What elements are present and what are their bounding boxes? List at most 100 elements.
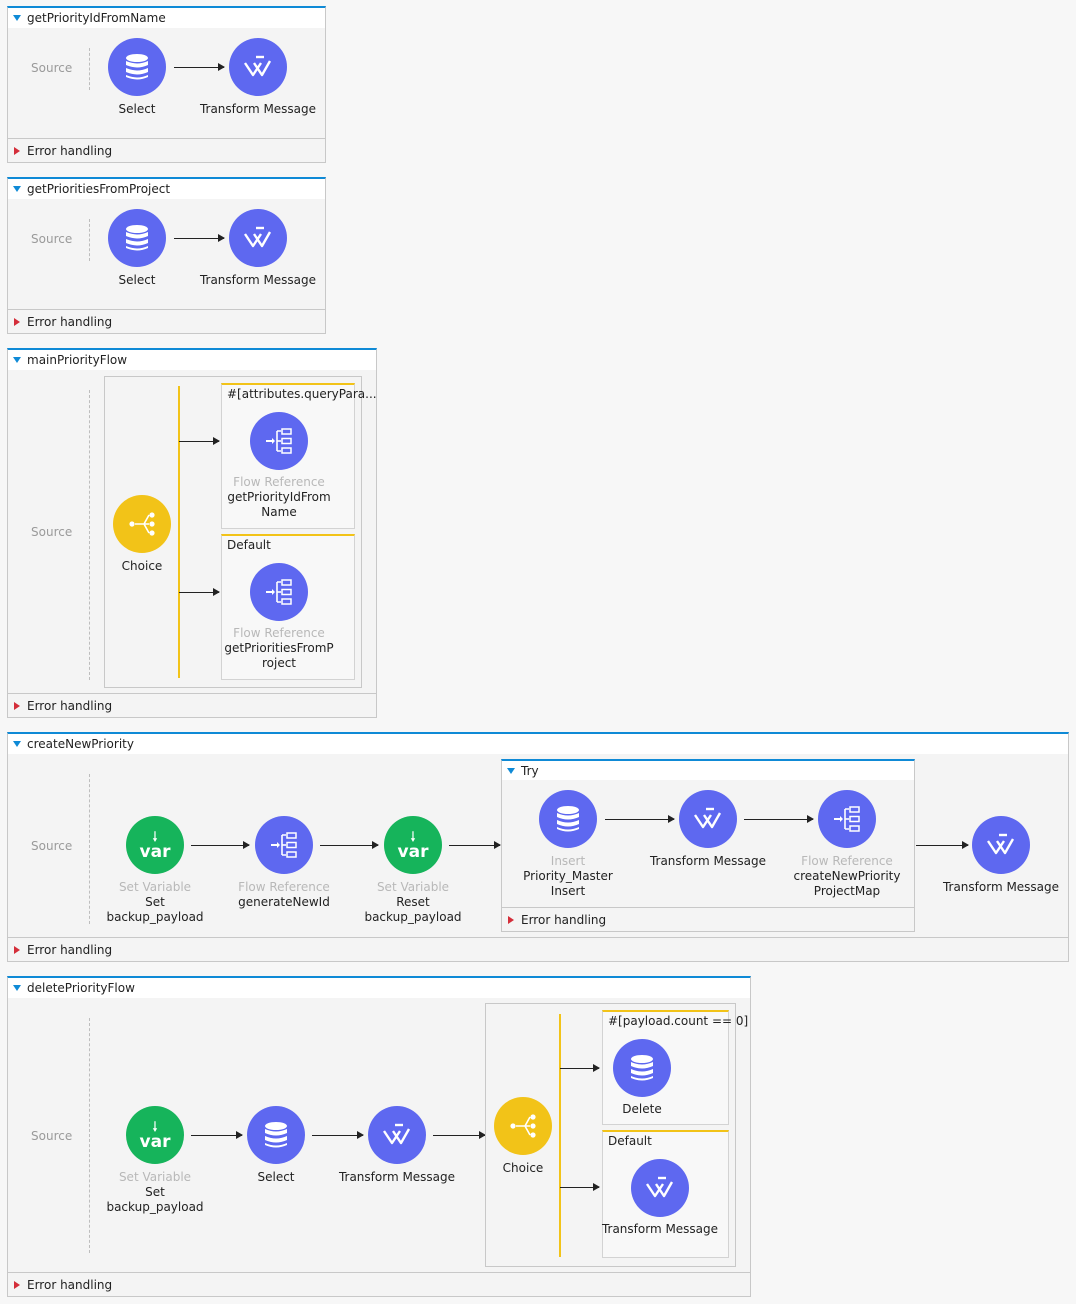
route-arrow	[179, 588, 220, 596]
component-type: Flow Reference	[233, 475, 325, 489]
source-label: Source	[31, 1129, 73, 1143]
flow-reference-component[interactable]	[250, 563, 308, 621]
flow-reference-icon	[265, 579, 292, 605]
try-error-handling[interactable]: Error handling	[502, 907, 914, 931]
transform-message-component[interactable]	[679, 790, 737, 848]
collapse-triangle-icon[interactable]	[13, 15, 21, 21]
database-icon	[265, 1122, 287, 1148]
flow-title: getPriorityIdFromName	[27, 11, 166, 25]
component-label: Transform Message	[338, 1170, 456, 1184]
transform-message-component[interactable]	[368, 1106, 426, 1164]
flow-reference-component[interactable]	[818, 790, 876, 848]
component-type: Insert	[550, 854, 586, 868]
flow-title: deletePriorityFlow	[27, 981, 135, 995]
error-handling-label: Error handling	[521, 912, 607, 927]
error-handling-label: Error handling	[27, 1277, 113, 1292]
try-scope: Try Insert Priority_Master Insert Transf…	[501, 759, 915, 932]
flow-reference-icon	[270, 832, 297, 858]
component-label: Transform Message	[649, 854, 767, 868]
transform-icon	[645, 1176, 674, 1198]
component-name: createNewPriority ProjectMap	[793, 869, 901, 898]
component-name: generateNewId	[238, 895, 330, 909]
error-handling-label: Error handling	[27, 143, 113, 158]
expand-triangle-icon[interactable]	[508, 915, 514, 924]
insert-component[interactable]	[539, 790, 597, 848]
flow-header[interactable]: getPriorityIdFromName	[8, 8, 325, 28]
database-icon	[631, 1055, 653, 1081]
route-when[interactable]: #[payload.count == 0] Delete	[602, 1010, 748, 1125]
flow-arrow	[312, 1131, 364, 1139]
source-label: Source	[31, 232, 73, 246]
route-default[interactable]: Default Flow Reference getPrioritiesFrom…	[221, 534, 355, 680]
try-header[interactable]: Try	[502, 761, 914, 780]
expand-triangle-icon[interactable]	[14, 317, 20, 326]
flow-reference-component[interactable]	[255, 816, 313, 874]
choice-router[interactable]	[494, 1097, 552, 1155]
component-label: Select	[118, 102, 156, 116]
component-label: Delete	[622, 1102, 662, 1116]
flow-header[interactable]: deletePriorityFlow	[8, 978, 750, 998]
choice-divider	[559, 1014, 561, 1257]
error-handling[interactable]: Error handling	[8, 1272, 750, 1296]
component-label: Transform Message	[199, 102, 317, 116]
component-name: Set backup_payload	[106, 895, 204, 924]
flow-reference-component[interactable]	[250, 412, 308, 470]
select-component[interactable]	[108, 209, 166, 267]
component-name: Reset backup_payload	[364, 895, 462, 924]
set-variable-component[interactable]: 🠓var	[384, 816, 442, 874]
expand-triangle-icon[interactable]	[14, 1280, 20, 1289]
choice-label: Choice	[121, 559, 163, 573]
flow-arrow	[191, 841, 250, 849]
component-type: Flow Reference	[801, 854, 893, 868]
component-label: Insert Priority_Master Insert	[508, 854, 628, 899]
set-variable-component[interactable]: 🠓var	[126, 1106, 184, 1164]
flow-getPrioritiesFromProject: getPrioritiesFromProject Source Select T…	[7, 177, 326, 334]
select-component[interactable]	[247, 1106, 305, 1164]
flow-title: mainPriorityFlow	[27, 353, 128, 367]
collapse-triangle-icon[interactable]	[13, 985, 21, 991]
collapse-triangle-icon[interactable]	[13, 186, 21, 192]
error-handling[interactable]: Error handling	[8, 693, 376, 717]
transform-icon	[243, 226, 272, 248]
component-name: Set backup_payload	[106, 1185, 204, 1214]
collapse-triangle-icon[interactable]	[507, 767, 515, 774]
flow-header[interactable]: getPrioritiesFromProject	[8, 179, 325, 199]
choice-router[interactable]	[113, 495, 171, 553]
transform-message-component[interactable]	[631, 1159, 689, 1217]
expand-triangle-icon[interactable]	[14, 146, 20, 155]
route-arrow	[179, 437, 220, 445]
flow-arrow	[744, 815, 814, 823]
error-handling[interactable]: Error handling	[8, 138, 325, 162]
route-condition: #[attributes.queryPara...	[227, 387, 377, 401]
error-handling-label: Error handling	[27, 314, 113, 329]
source-divider	[89, 390, 90, 680]
flow-mainPriorityFlow: mainPriorityFlow Source Choice #[attribu…	[7, 348, 377, 718]
route-default[interactable]: Default Transform Message	[602, 1130, 729, 1258]
collapse-triangle-icon[interactable]	[13, 741, 21, 747]
source-label: Source	[31, 61, 73, 75]
set-variable-component[interactable]: 🠓var	[126, 816, 184, 874]
flow-arrow	[320, 841, 379, 849]
delete-component[interactable]	[613, 1039, 671, 1097]
flow-header[interactable]: mainPriorityFlow	[8, 350, 376, 370]
flow-arrow	[191, 1131, 243, 1139]
error-handling-label: Error handling	[27, 698, 113, 713]
transform-message-component[interactable]	[229, 38, 287, 96]
expand-triangle-icon[interactable]	[14, 945, 20, 954]
transform-icon	[693, 807, 722, 829]
transform-icon	[382, 1123, 411, 1145]
component-type: Flow Reference	[233, 626, 325, 640]
error-handling[interactable]: Error handling	[8, 309, 325, 333]
var-icon: 🠓var	[397, 830, 429, 862]
transform-message-component[interactable]	[229, 209, 287, 267]
flow-header[interactable]: createNewPriority	[8, 734, 1068, 754]
route-when[interactable]: #[attributes.queryPara... Flow Reference…	[221, 383, 377, 529]
transform-message-component[interactable]	[972, 816, 1030, 874]
flow-arrow	[174, 234, 225, 242]
error-handling[interactable]: Error handling	[8, 937, 1068, 961]
expand-triangle-icon[interactable]	[14, 701, 20, 710]
component-name: Priority_Master Insert	[523, 869, 613, 898]
transform-icon	[986, 833, 1015, 855]
collapse-triangle-icon[interactable]	[13, 357, 21, 363]
select-component[interactable]	[108, 38, 166, 96]
